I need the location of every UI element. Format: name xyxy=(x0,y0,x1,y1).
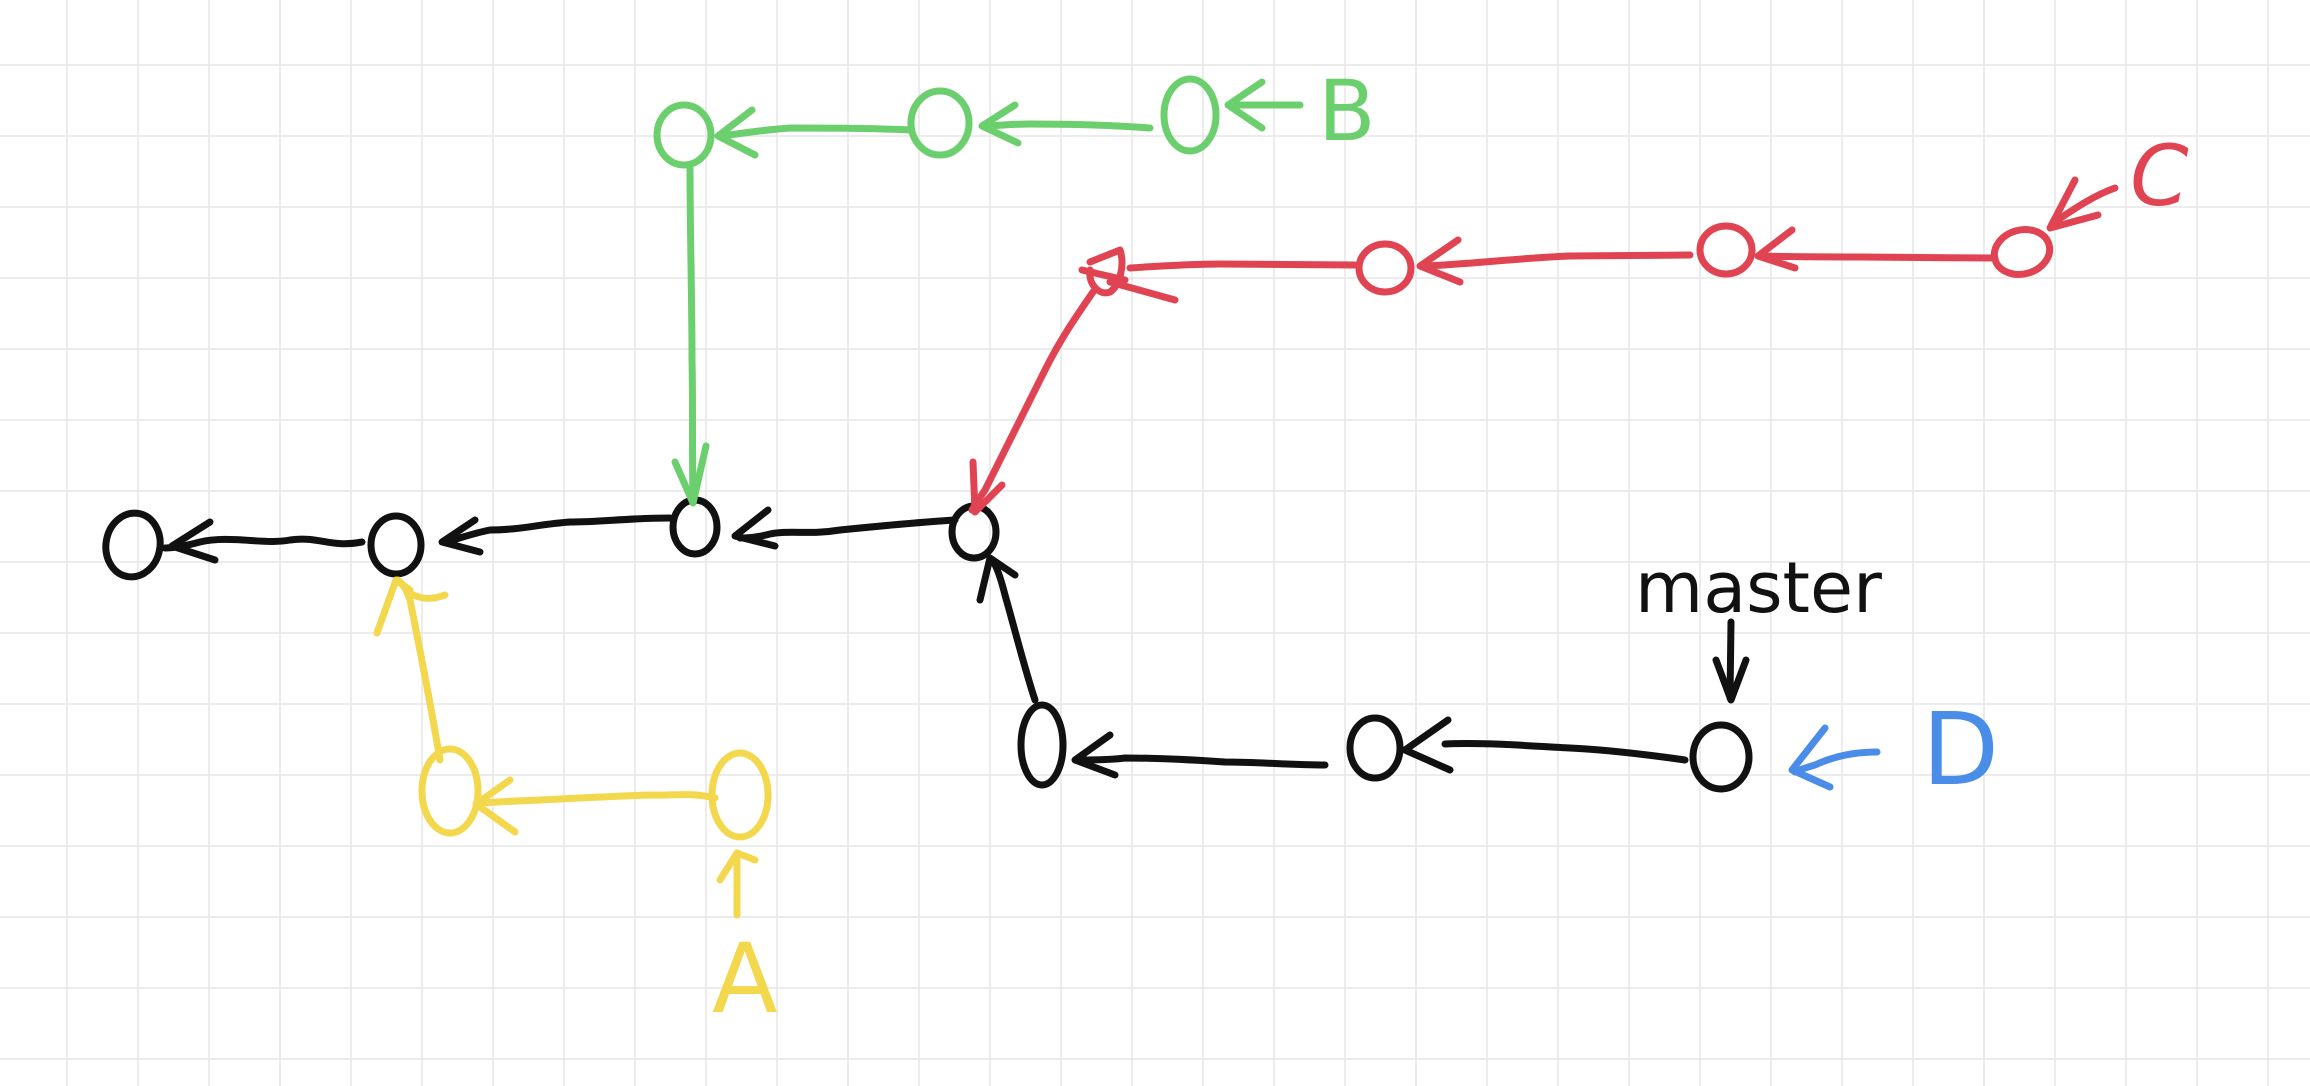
main-branch xyxy=(102,496,1000,581)
commit-node xyxy=(1696,222,1756,278)
commit-node xyxy=(1689,721,1753,793)
arrowhead xyxy=(731,506,779,550)
edge-arrow xyxy=(686,161,697,504)
edge-arrow xyxy=(1421,251,1694,270)
commit-node xyxy=(102,509,164,581)
arrowhead xyxy=(2046,176,2102,232)
edge-arrow xyxy=(1126,260,1359,272)
edge-arrow xyxy=(716,124,914,140)
label-master: master xyxy=(1635,547,1882,629)
master-pointer-arrow xyxy=(1726,618,1735,702)
arrowhead xyxy=(714,106,759,159)
arrowhead xyxy=(671,442,710,507)
commit-node xyxy=(1017,701,1067,789)
arrowhead xyxy=(1071,731,1119,779)
commit-node xyxy=(907,87,973,159)
label-a: A xyxy=(712,923,778,1035)
branch-b xyxy=(653,75,1304,507)
arrowhead xyxy=(1224,78,1266,132)
edge-arrow xyxy=(1441,739,1689,764)
hatch-mark xyxy=(404,588,449,602)
edge-arrow xyxy=(1758,252,1999,262)
edge-arrow xyxy=(441,514,674,546)
commit-node xyxy=(1355,240,1415,296)
arrowhead xyxy=(978,101,1022,147)
commit-node xyxy=(708,749,772,841)
commit-node xyxy=(653,101,715,169)
arrowhead xyxy=(438,516,484,556)
commit-node xyxy=(1160,75,1220,155)
branch-pointer-arrow xyxy=(2048,184,2119,228)
commit-node xyxy=(418,745,482,837)
arrowhead xyxy=(1401,716,1454,774)
branch-c xyxy=(968,176,2119,516)
arrowhead xyxy=(716,849,759,884)
edge-arrow xyxy=(161,535,366,552)
master-branch xyxy=(976,554,1753,793)
edge-arrow xyxy=(988,556,1039,704)
arrowhead xyxy=(1754,226,1799,272)
edge-arrow xyxy=(968,288,1097,514)
edge-arrow xyxy=(394,576,444,764)
label-b: B xyxy=(1318,62,1376,160)
label-c: C xyxy=(2130,127,2189,225)
branch-d xyxy=(1788,724,1881,791)
arrowhead xyxy=(1416,236,1464,286)
edge-arrow xyxy=(476,791,719,807)
commit-node xyxy=(669,496,721,558)
arrowhead xyxy=(168,518,219,564)
arrowhead xyxy=(969,458,1006,516)
arrowhead xyxy=(472,776,519,836)
arrowhead xyxy=(1712,656,1750,704)
commit-node xyxy=(367,512,425,578)
arrowhead xyxy=(1788,724,1834,791)
arrowhead xyxy=(373,576,414,637)
commit-node xyxy=(1078,246,1179,304)
commit-node xyxy=(1346,714,1404,782)
arrowhead xyxy=(976,554,1019,604)
edge-arrow xyxy=(981,120,1154,132)
branch-a xyxy=(373,576,772,919)
commit-node xyxy=(1990,226,2054,278)
label-d: D xyxy=(1922,691,1999,808)
edge-arrow xyxy=(1076,754,1329,769)
